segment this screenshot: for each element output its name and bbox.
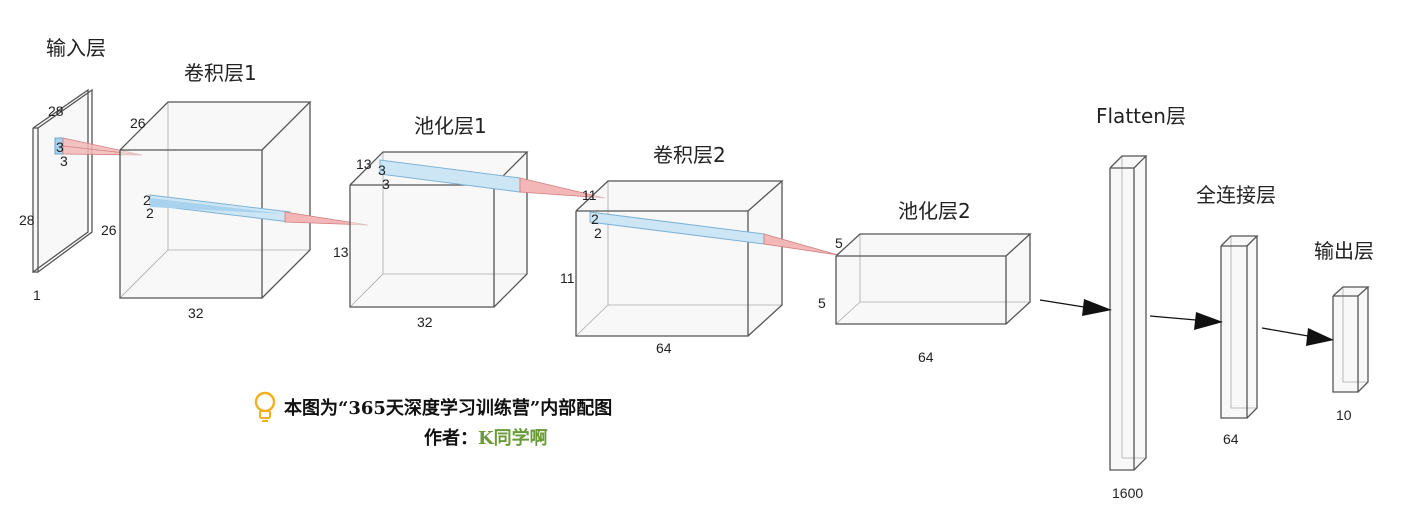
arrow-pool2-to-flatten: [1039, 299, 1112, 316]
conv1-cube: [119, 101, 369, 299]
dense-units-label: 64: [1223, 431, 1239, 447]
conv1-kernel-a: 2: [143, 192, 151, 208]
pool1-kernel-a: 3: [378, 162, 386, 178]
pool1-channels-label: 32: [417, 314, 433, 330]
pool2-channels-label: 64: [918, 349, 934, 365]
output-units-label: 10: [1336, 407, 1352, 423]
conv2-kernel-a: 2: [591, 211, 599, 227]
pool2-cube: [835, 233, 1032, 325]
output-bar: [1332, 286, 1370, 393]
pool1-depth-label: 13: [356, 156, 372, 172]
output-layer-title: 输出层: [1314, 239, 1374, 263]
conv1-depth-label: 26: [130, 115, 146, 131]
author-label: 作者：: [424, 427, 478, 449]
arrow-dense-to-output: [1261, 327, 1334, 346]
pool1-kernel-b: 3: [382, 176, 390, 192]
pool1-cube: [349, 151, 606, 308]
conv2-layer-title: 卷积层2: [653, 143, 726, 167]
conv1-layer-title: 卷积层1: [184, 61, 257, 85]
note-text: 本图为“365天深度学习训练营”内部配图: [284, 397, 612, 419]
arrow-flatten-to-dense: [1149, 312, 1223, 330]
pool2-depth-label: 5: [835, 235, 843, 251]
flatten-layer-title: Flatten层: [1096, 104, 1186, 128]
input-width-label: 28: [19, 212, 35, 228]
pool1-layer-title: 池化层1: [414, 114, 487, 138]
conv2-cube: [575, 180, 839, 337]
conv1-height-label: 26: [101, 222, 117, 238]
conv2-channels-label: 64: [656, 340, 672, 356]
conv2-height-label: 11: [560, 270, 575, 286]
input-channels-label: 1: [33, 287, 41, 303]
pool1-height-label: 13: [333, 244, 349, 260]
input-kernel-b: 3: [60, 153, 68, 169]
dense-layer-title: 全连接层: [1196, 183, 1276, 207]
conv2-depth-label: 11: [582, 187, 597, 203]
author-name: K同学啊: [478, 427, 548, 449]
flatten-units-label: 1600: [1112, 485, 1143, 501]
author-line: 作者：K同学啊: [424, 427, 548, 449]
conv2-kernel-b: 2: [594, 225, 602, 241]
pool2-height-label: 5: [818, 295, 826, 311]
dense-bar: [1220, 235, 1259, 419]
input-layer-title: 输入层: [46, 36, 106, 60]
pool2-layer-title: 池化层2: [898, 199, 971, 223]
lightbulb-icon: [254, 391, 276, 422]
input-kernel-a: 3: [56, 139, 64, 155]
conv1-channels-label: 32: [188, 305, 204, 321]
conv1-kernel-b: 2: [146, 205, 154, 221]
input-height-label: 28: [48, 103, 64, 119]
flatten-bar: [1109, 155, 1148, 471]
